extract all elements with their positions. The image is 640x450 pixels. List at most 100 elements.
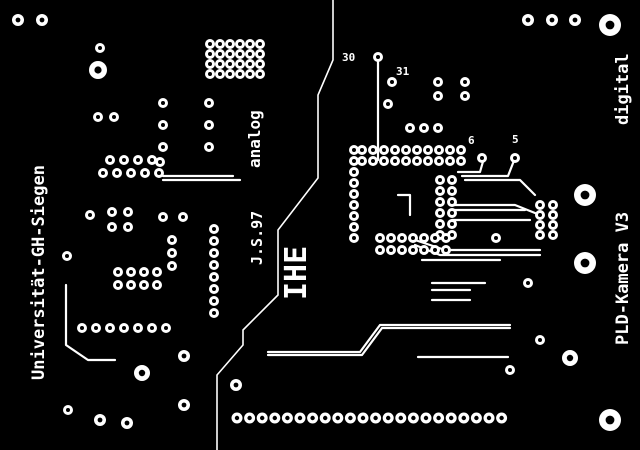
pad-hole xyxy=(404,159,408,163)
pad-hole xyxy=(376,55,380,59)
copper-traces xyxy=(64,58,542,362)
pin-marker-5: 5 xyxy=(512,133,519,146)
pad-hole xyxy=(272,415,277,421)
pad-hole xyxy=(150,326,154,330)
pad-hole xyxy=(474,415,479,421)
pad-hole xyxy=(234,415,240,421)
pad-hole xyxy=(463,94,467,98)
pad-hole xyxy=(212,251,216,255)
pad-hole xyxy=(404,148,408,152)
pad-hole xyxy=(437,159,441,163)
pad-hole xyxy=(499,415,504,421)
pin-marker-30: 30 xyxy=(342,51,355,64)
board-divider-line xyxy=(216,0,334,450)
product-label: PLD-Kamera V3 xyxy=(613,212,633,345)
pad-hole xyxy=(101,171,105,175)
pad-hole xyxy=(97,417,103,423)
pad-hole xyxy=(450,233,454,237)
pad-hole xyxy=(352,159,356,163)
pad-hole xyxy=(108,158,112,162)
ihe-logo: IHE xyxy=(279,246,314,300)
pad-hole xyxy=(170,238,174,242)
pad-hole xyxy=(233,382,239,388)
pad-hole xyxy=(538,203,542,207)
pad-hole xyxy=(352,148,356,152)
pad-hole xyxy=(438,211,442,215)
pad-hole xyxy=(158,160,162,164)
pad-hole xyxy=(389,248,393,252)
pad-hole xyxy=(438,222,442,226)
pad-hole xyxy=(389,236,393,240)
pad-hole xyxy=(238,42,242,46)
pad-hole xyxy=(157,171,161,175)
pad-hole xyxy=(486,415,492,421)
pad-hole xyxy=(258,72,262,76)
initials-label: J.S.97 xyxy=(248,211,266,265)
pad-hole xyxy=(538,338,542,342)
pad-hole xyxy=(551,233,555,237)
pad-hole xyxy=(411,415,416,421)
pad-hole xyxy=(94,66,102,74)
pad-hole xyxy=(129,283,133,287)
pad-hole xyxy=(310,415,315,421)
pad-hole xyxy=(422,126,426,130)
pad-hole xyxy=(212,263,216,267)
pad-hole xyxy=(352,214,356,218)
pad-hole xyxy=(415,159,419,163)
pad-hole xyxy=(551,213,555,217)
pad-hole xyxy=(143,171,147,175)
pad-hole xyxy=(150,158,154,162)
pad-hole xyxy=(415,148,419,152)
pad-hole xyxy=(110,225,114,229)
pad-hole xyxy=(39,17,45,23)
pad-hole xyxy=(161,123,165,127)
pad-hole xyxy=(450,222,454,226)
pad-hole xyxy=(238,72,242,76)
pad-hole xyxy=(371,148,375,152)
pad-hole xyxy=(436,415,441,421)
pad-hole xyxy=(386,415,391,421)
pad-hole xyxy=(181,402,187,408)
pad-hole xyxy=(393,159,397,163)
pad-hole xyxy=(444,248,448,252)
pad-hole xyxy=(348,415,353,421)
pad-hole xyxy=(461,415,466,421)
pad-hole xyxy=(400,248,404,252)
pad-hole xyxy=(411,236,415,240)
pad-hole xyxy=(448,148,452,152)
pad-hole xyxy=(260,415,265,421)
pad-hole xyxy=(161,101,165,105)
pad-hole xyxy=(352,181,356,185)
pad-hole xyxy=(463,80,467,84)
pad-hole xyxy=(513,156,517,160)
pad-hole xyxy=(572,17,578,23)
pad-hole xyxy=(494,236,498,240)
pad-hole xyxy=(122,326,126,330)
pad-hole xyxy=(212,275,216,279)
pad-hole xyxy=(181,353,187,359)
pad-hole xyxy=(378,236,382,240)
pad-hole xyxy=(208,42,212,46)
pad-hole xyxy=(433,248,437,252)
pad-hole xyxy=(423,415,429,421)
pad-hole xyxy=(390,80,394,84)
pad-hole xyxy=(436,94,440,98)
pad-hole xyxy=(459,159,463,163)
pad-hole xyxy=(212,311,216,315)
pad-hole xyxy=(371,159,375,163)
pad-hole xyxy=(112,115,116,119)
pad-hole xyxy=(393,148,397,152)
pad-hole xyxy=(426,148,430,152)
pad-hole xyxy=(116,283,120,287)
pad-hole xyxy=(218,52,222,56)
pad-hole xyxy=(238,52,242,56)
pad-hole xyxy=(161,215,165,219)
pad-hole xyxy=(360,159,364,163)
pad-hole xyxy=(352,225,356,229)
pad-hole xyxy=(444,236,448,240)
pad-hole xyxy=(116,270,120,274)
pad-hole xyxy=(323,415,328,421)
pad-hole xyxy=(207,145,211,149)
pad-hole xyxy=(126,225,130,229)
